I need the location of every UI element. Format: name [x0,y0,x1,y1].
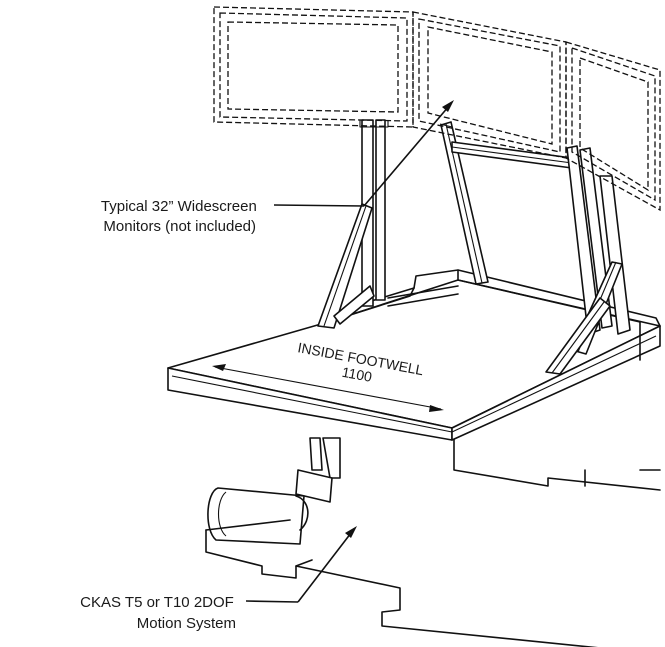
monitor-label: Typical 32” Widescreen Monitors (not inc… [101,198,261,235]
motion-system-label: CKAS T5 or T10 2DOF Motion System [80,594,238,632]
monitor-callout: Typical 32” Widescreen Monitors (not inc… [101,100,454,235]
motion-system-base [205,437,661,647]
monitor-stand-frame [317,119,631,375]
motion-system-callout: CKAS T5 or T10 2DOF Motion System [80,526,357,632]
footwell-platform [167,269,661,441]
widescreen-monitors [213,6,661,212]
